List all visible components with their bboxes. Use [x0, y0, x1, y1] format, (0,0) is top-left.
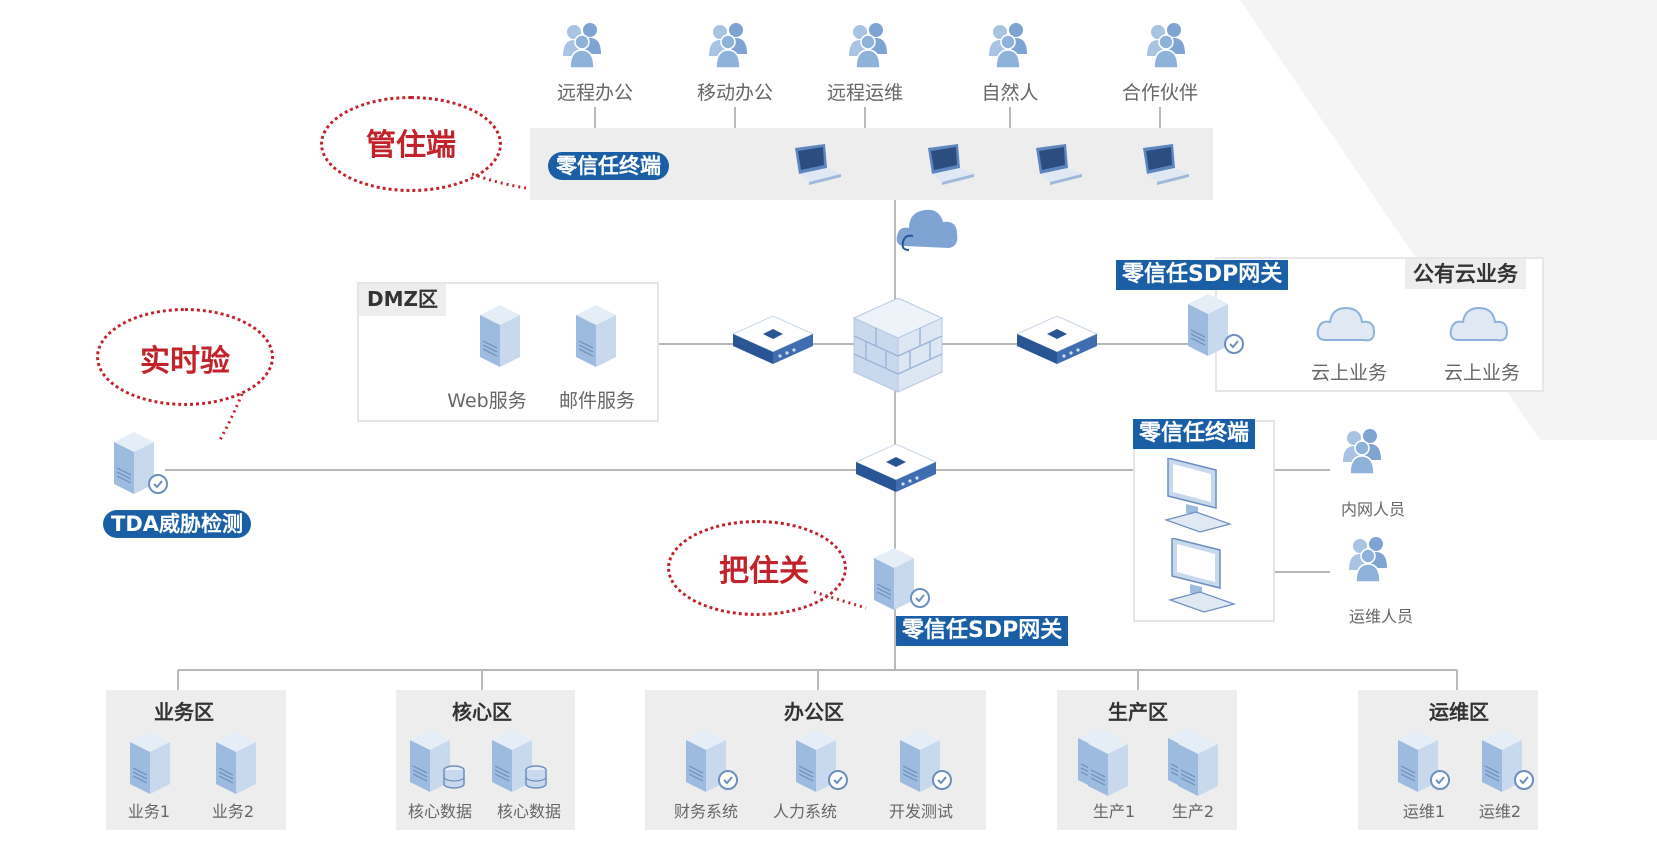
user-label-partner: 合作伙伴 [1121, 82, 1199, 104]
internal-terminal-title: 零信任终端 [1133, 419, 1256, 449]
dmz-title-tag: DMZ区 [359, 284, 447, 316]
database-server-icon [491, 730, 547, 793]
users-icon [988, 22, 1028, 69]
users-icon [1348, 536, 1388, 583]
zone-item-label: 财务系统 [673, 802, 739, 821]
server-cluster-icon [1077, 728, 1129, 797]
callout-bubble-manage-endpoint [320, 96, 502, 192]
user-group-remote-ops [846, 22, 894, 76]
callout-manage-endpoint: 管住端 [366, 128, 456, 163]
zone-office-title: 办公区 [784, 700, 844, 724]
users-icon [1146, 22, 1186, 69]
zone-item-label: 生产2 [1171, 802, 1215, 821]
callout-tail [813, 590, 867, 610]
zone-item-label: 人力系统 [772, 802, 838, 821]
cloud-service-label: 云上业务 [1310, 362, 1388, 384]
decorative-corner-shape [1240, 0, 1657, 440]
dmz-web-label: Web服务 [447, 390, 527, 412]
zone-item-label: 业务2 [211, 802, 255, 821]
zone-ops-title: 运维区 [1429, 700, 1489, 724]
user-group-partner [1144, 22, 1192, 76]
intranet-staff-label: 内网人员 [1340, 500, 1406, 519]
cloud-service-icon [1316, 307, 1375, 342]
callout-tail [471, 172, 527, 190]
user-group-remote-office [560, 22, 608, 76]
server-icon [899, 730, 952, 793]
callout-guard-gate: 把住关 [719, 554, 809, 589]
server-cluster-icon [1167, 728, 1219, 797]
zone-core-title: 核心区 [452, 700, 512, 724]
users-icon [708, 22, 748, 69]
zone-item-label: 生产1 [1092, 802, 1136, 821]
zone-item-label: 核心数据 [496, 802, 562, 821]
zone-item-label: 运维1 [1402, 802, 1446, 821]
cloud-service-label: 云上业务 [1443, 362, 1521, 384]
dmz-title: DMZ区 [367, 287, 439, 311]
switch-icon [1017, 316, 1098, 365]
server-icon [1481, 730, 1534, 793]
callout-bubble-realtime-verify [96, 308, 274, 406]
tda-label: TDA威胁检测 [103, 510, 252, 538]
user-group-natural-person [986, 22, 1034, 76]
laptop-icon [1036, 144, 1082, 185]
server-icon [685, 730, 738, 793]
server-icon [1397, 730, 1450, 793]
callout-tail [218, 393, 244, 441]
server-icon [575, 305, 617, 368]
zone-item-label: 核心数据 [407, 802, 473, 821]
sdp-gateway-icon [1187, 294, 1244, 357]
terminal-bar-label: 零信任终端 [548, 152, 669, 180]
desktop-pc-icon [1165, 458, 1231, 533]
laptop-icon [928, 144, 974, 185]
core-gateway-icon [873, 548, 930, 611]
user-group-mobile-office [706, 22, 754, 76]
user-label-remote-ops: 远程运维 [826, 82, 904, 104]
laptop-icon [795, 144, 841, 185]
cloud-service-icon [1449, 307, 1508, 342]
server-icon [129, 732, 171, 795]
user-label-remote-office: 远程办公 [556, 82, 634, 104]
cloud-gateway-label: 零信任SDP网关 [1116, 260, 1289, 290]
zone-business-title: 业务区 [154, 700, 214, 724]
zone-item-label: 业务1 [127, 802, 171, 821]
database-server-icon [409, 730, 465, 793]
zone-item-label: 运维2 [1478, 802, 1522, 821]
users-icon [848, 22, 888, 69]
server-icon [795, 730, 848, 793]
switch-icon [856, 444, 937, 493]
zone-production-title: 生产区 [1108, 700, 1168, 724]
public-cloud-title: 公有云业务 [1405, 259, 1526, 289]
desktop-pc-icon [1169, 538, 1235, 613]
callout-realtime-verify: 实时验 [140, 344, 230, 379]
callout-bubble-guard-gate [667, 520, 847, 616]
server-icon [479, 305, 521, 368]
switch-icon [733, 316, 814, 365]
ops-staff-label: 运维人员 [1348, 607, 1414, 626]
user-label-natural-person: 自然人 [981, 82, 1039, 104]
firewall-icon [852, 298, 944, 393]
users-icon [562, 22, 602, 69]
core-gateway-label: 零信任SDP网关 [896, 616, 1069, 646]
server-icon [215, 732, 257, 795]
tda-server-icon [113, 432, 168, 495]
user-label-mobile-office: 移动办公 [696, 82, 774, 104]
dmz-mail-label: 邮件服务 [558, 390, 636, 412]
users-icon [1342, 428, 1382, 475]
internet-cloud-icon [896, 209, 958, 251]
laptop-icon [1143, 144, 1189, 185]
zone-item-label: 开发测试 [888, 802, 954, 821]
